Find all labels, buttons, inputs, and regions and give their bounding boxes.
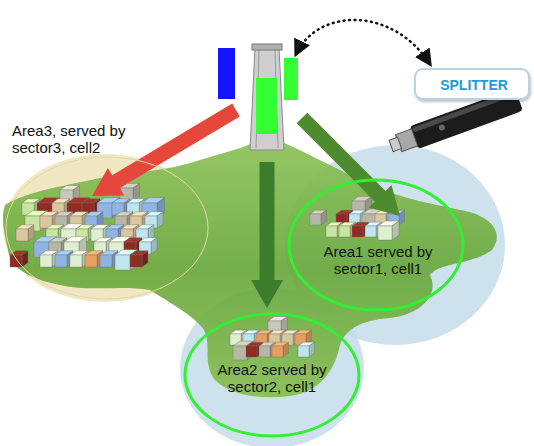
cube-front: [326, 226, 337, 237]
cube-front: [130, 255, 142, 267]
cube-front: [70, 255, 82, 267]
building-cube: [310, 210, 327, 225]
cube-front: [10, 255, 22, 267]
coverage-area: Area2 served by sector2, cell1: [184, 313, 360, 437]
cube-front: [310, 214, 321, 225]
cube-front: [298, 346, 309, 357]
cube-front: [233, 346, 247, 360]
coverage-area: Area3, served by sector3, cell2: [4, 118, 210, 300]
cube-side: [283, 342, 289, 357]
cube-front: [378, 226, 392, 240]
tower-mast: [250, 48, 284, 150]
splitter-box: SPLITTER: [414, 68, 530, 100]
cube-side: [151, 238, 157, 254]
cube-front: [85, 255, 97, 267]
box-label: SPLITTER: [416, 77, 532, 94]
cube-front: [339, 226, 350, 237]
beam-arrow: [92, 104, 240, 196]
area-ellipse: [289, 180, 463, 310]
splitter-connector: [389, 137, 402, 151]
area-label: Area2 served by sector2, cell1: [210, 361, 334, 395]
landscape: [3, 140, 497, 397]
area-label: Area1 served by sector1, cell1: [316, 243, 440, 277]
cube-side: [392, 221, 399, 240]
antenna-sector1: [284, 58, 298, 100]
cube-front: [100, 255, 112, 267]
building-cube: [298, 342, 315, 357]
cube-front: [55, 255, 67, 267]
cube-side: [309, 342, 315, 357]
dotted-leader: [296, 20, 430, 64]
cube-side: [142, 251, 148, 267]
cube-front: [16, 229, 28, 241]
antenna-sector3: [218, 48, 235, 99]
cube-front: [259, 346, 270, 357]
cube-front: [352, 226, 363, 237]
antenna-sector2: [256, 78, 277, 134]
cube-front: [365, 226, 376, 237]
cube-front: [115, 255, 130, 270]
cube-side: [399, 210, 405, 225]
cube-front: [246, 346, 257, 357]
building-cube: [130, 251, 148, 267]
area-ellipse: [185, 314, 359, 436]
building-cube: [272, 342, 289, 357]
tower-top: [252, 44, 282, 50]
splitter-screw: [438, 124, 446, 132]
beam-arrow: [251, 162, 283, 308]
cube-side: [133, 183, 140, 201]
coverage-area: Area1 served by sector1, cell1: [288, 179, 464, 311]
cube-front: [272, 346, 283, 357]
cube-side: [28, 225, 34, 241]
cube-side: [22, 251, 28, 267]
cube-side: [157, 212, 163, 228]
area-ellipse: [6, 157, 208, 299]
building-cube: [16, 225, 34, 241]
cube-side: [321, 210, 327, 225]
area-label: Area3, served by sector3, cell2: [12, 122, 144, 156]
building-cube: [378, 221, 399, 240]
beam-arrows: [92, 104, 400, 308]
cube-front: [40, 255, 52, 267]
